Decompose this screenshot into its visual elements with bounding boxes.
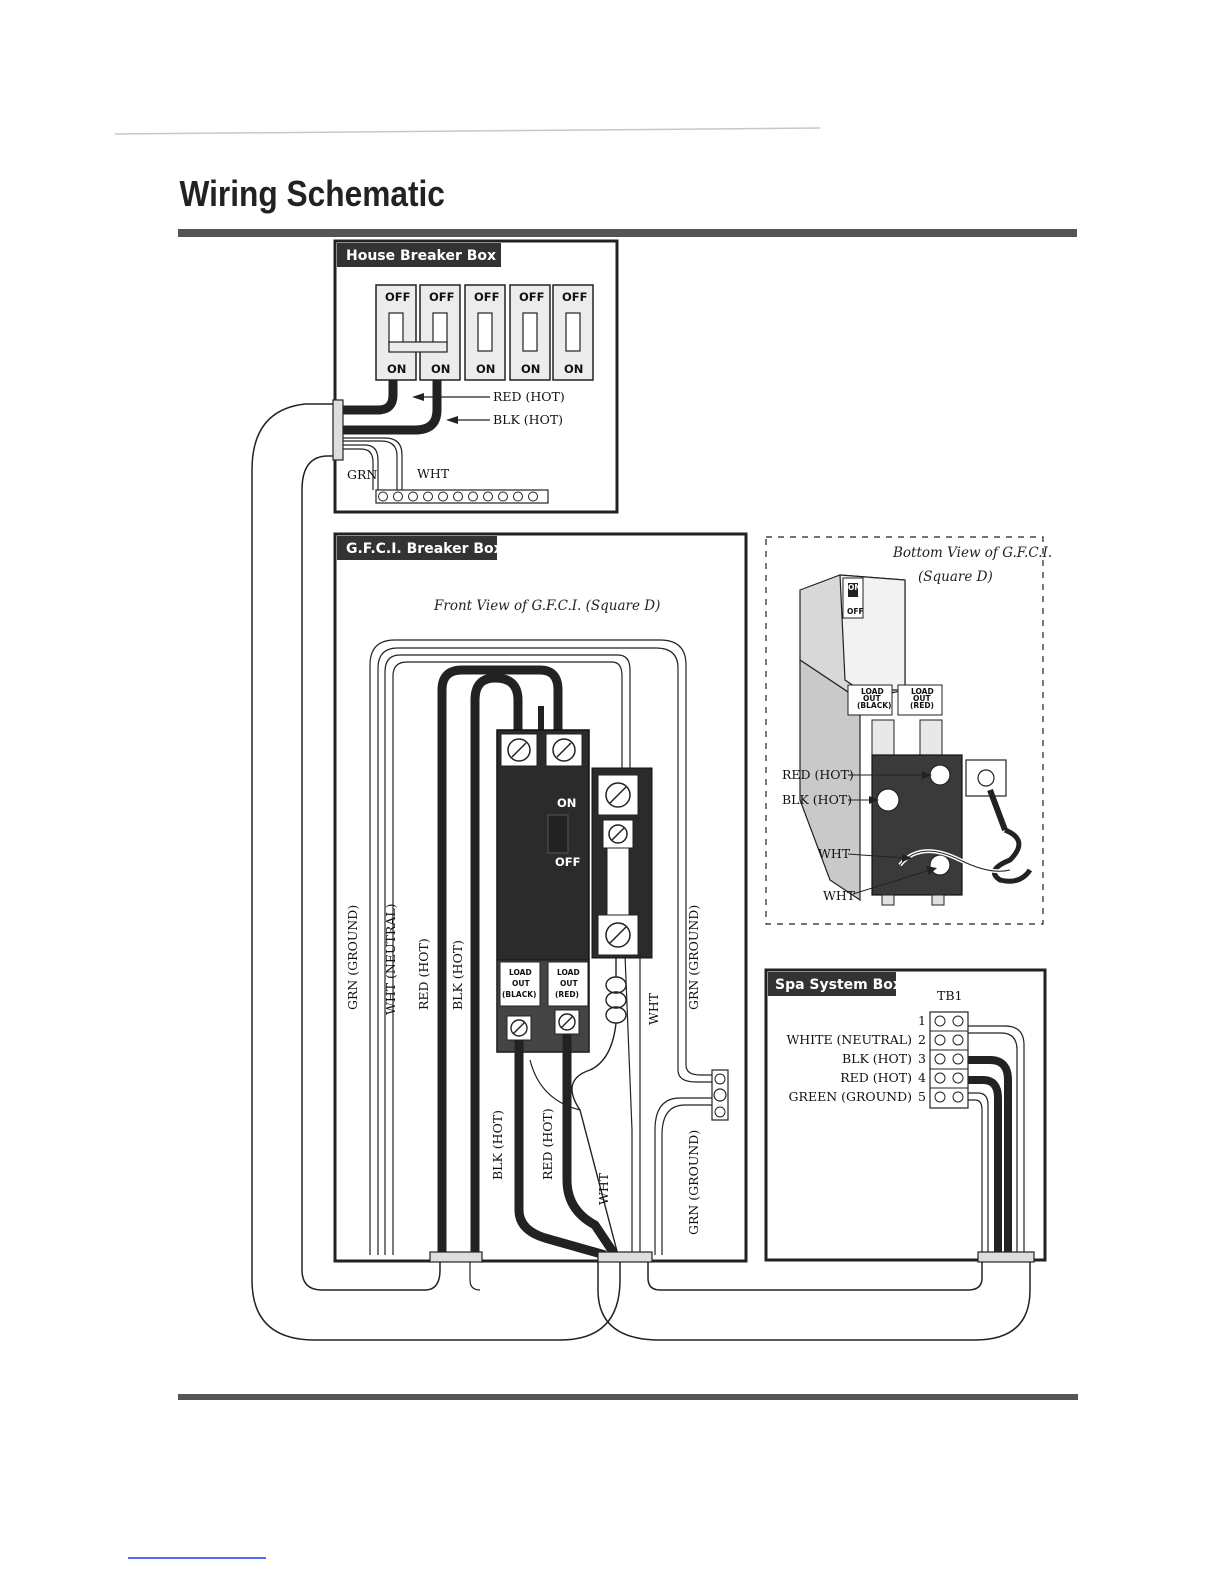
spa-term-4-num: 4	[918, 1070, 926, 1085]
bottom-view-load-red-2: OUT	[913, 694, 931, 703]
gfci-box-header: G.F.C.I. Breaker Box	[346, 541, 503, 557]
spa-term-5-num: 5	[918, 1089, 926, 1104]
house-wht-label: WHT	[417, 466, 450, 481]
breaker-4-on: ON	[521, 362, 540, 376]
page-title: Wiring Schematic	[180, 174, 445, 214]
spa-terminal-block	[929, 1011, 969, 1109]
bottom-view-load-red-1: LOAD	[911, 687, 934, 696]
bottom-view-load-black-1: LOAD	[861, 687, 884, 696]
gfci-v-wht-neutral: WHT (NEUTRAL)	[383, 904, 398, 1016]
bottom-view-title-2: (Square D)	[918, 569, 993, 585]
gfci-load-black-3: (BLACK)	[502, 990, 536, 999]
gfci-v-red-hot: RED (HOT)	[416, 938, 431, 1010]
bottom-bar	[178, 1394, 1078, 1400]
breaker-2-on: ON	[431, 362, 450, 376]
spa-term-3-label: BLK (HOT)	[842, 1051, 912, 1066]
conduit-join	[469, 1258, 481, 1291]
bottom-view-wht-2: WHT	[823, 888, 856, 903]
bottom-view-title-1: Bottom View of G.F.C.I.	[892, 545, 1052, 561]
house-box-header-bg	[337, 243, 501, 267]
spa-tb1-label: TB1	[937, 988, 962, 1003]
breaker-5-on: ON	[564, 362, 583, 376]
gfci-load-red-2: OUT	[560, 979, 578, 988]
spa-term-2-label: WHITE (NEUTRAL)	[786, 1032, 912, 1047]
bottom-view-load-black-2: OUT	[863, 694, 881, 703]
bottom-view-blk-hot: BLK (HOT)	[782, 792, 852, 807]
bottom-view-wht-1: WHT	[818, 846, 851, 861]
breaker-2-off: OFF	[429, 290, 455, 304]
gfci-v-grn-ground-low: GRN (GROUND)	[686, 1130, 701, 1235]
spa-system-box: Spa System Box TB1 1 2 3 4 5 WHITE (NEUT…	[764, 968, 1047, 1263]
gfci-v-grn-ground-right: GRN (GROUND)	[686, 905, 701, 1010]
house-breaker-box: House Breaker Box OFF OFF OFF OFF OFF ON…	[332, 239, 619, 514]
breaker-1-off: OFF	[385, 290, 411, 304]
top-rule	[114, 127, 821, 135]
breaker-1-on: ON	[387, 362, 406, 376]
spa-term-3-num: 3	[918, 1051, 926, 1066]
gfci-load-black-1: LOAD	[509, 968, 532, 977]
gfci-load-red-1: LOAD	[557, 968, 580, 977]
spa-term-4-label: RED (HOT)	[840, 1070, 912, 1085]
gfci-v-blk-hot: BLK (HOT)	[450, 940, 465, 1010]
bottom-view-off: OFF	[847, 607, 864, 616]
gfci-load-red-3: (RED)	[555, 990, 579, 999]
gfci-v-wht: WHT	[646, 992, 661, 1025]
spa-term-2-num: 2	[918, 1032, 926, 1047]
breaker-4-off: OFF	[519, 290, 545, 304]
spa-box-header: Spa System Box	[775, 977, 902, 993]
bottom-view-on: ON	[848, 583, 861, 592]
breaker-5-off: OFF	[562, 290, 588, 304]
breaker-3-on: ON	[476, 362, 495, 376]
bottom-view-load-black-3: (BLACK)	[857, 701, 891, 710]
gfci-bottom-view: Bottom View of G.F.C.I. (Square D) ON OF…	[765, 536, 1052, 925]
house-grn-label: GRN	[347, 467, 377, 482]
breaker-row: OFF OFF OFF OFF OFF ON ON ON ON ON	[375, 284, 594, 381]
conduit-loop-left-inner	[301, 455, 441, 1291]
house-box-header: House Breaker Box	[346, 248, 496, 264]
breaker-3-off: OFF	[474, 290, 500, 304]
conduit-loop-left-outer	[251, 403, 621, 1341]
bottom-view-load-red-3: (RED)	[910, 701, 934, 710]
house-blk-hot-label: BLK (HOT)	[493, 412, 563, 427]
gfci-off-label: OFF	[555, 855, 581, 869]
spa-term-5-label: GREEN (GROUND)	[789, 1089, 912, 1104]
gfci-v-wht-low: WHT	[596, 1172, 611, 1205]
gfci-v-grn-ground: GRN (GROUND)	[345, 905, 360, 1010]
house-red-hot-label: RED (HOT)	[493, 389, 565, 404]
bottom-view-red-hot: RED (HOT)	[782, 767, 854, 782]
title-bar	[178, 229, 1077, 237]
gfci-load-black-2: OUT	[512, 979, 530, 988]
gfci-front-view-label: Front View of G.F.C.I. (Square D)	[433, 598, 660, 614]
gfci-v-red-hot-low: RED (HOT)	[540, 1108, 555, 1180]
gfci-v-blk-hot-low: BLK (HOT)	[490, 1110, 505, 1180]
house-terminal-strip	[375, 489, 549, 504]
gfci-on-label: ON	[557, 796, 576, 810]
gfci-breaker-box: G.F.C.I. Breaker Box Front View of G.F.C…	[333, 532, 748, 1263]
conduit-loop-right-outer	[597, 1260, 1031, 1341]
conduit-loop-right-inner	[647, 1260, 983, 1291]
spa-term-1-num: 1	[918, 1013, 926, 1028]
